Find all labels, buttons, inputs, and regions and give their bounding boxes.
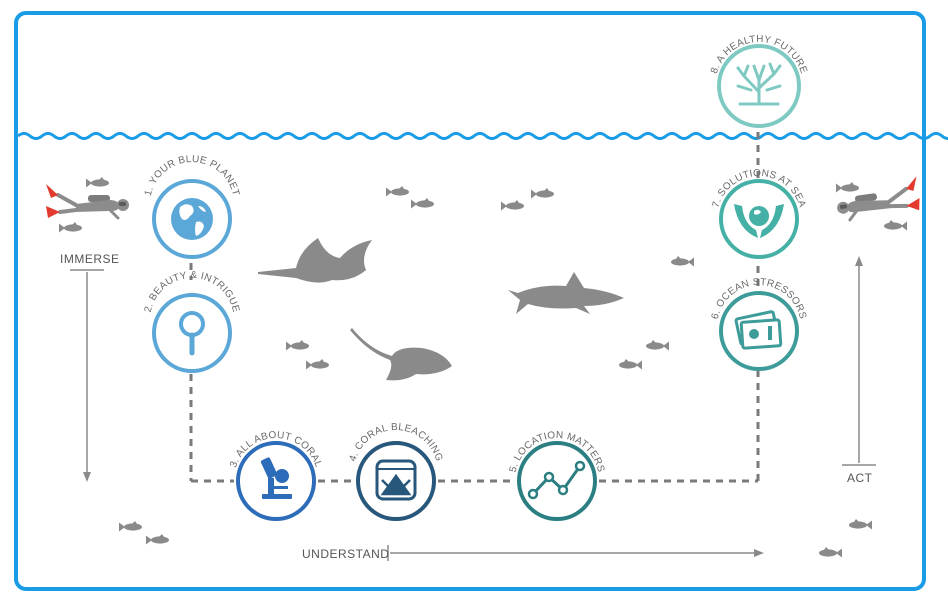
water-surface-wave <box>17 132 948 140</box>
shark <box>508 272 624 314</box>
stage-your-blue-planet[interactable]: 1. YOUR BLUE PLANET <box>143 154 241 259</box>
fish <box>119 521 142 532</box>
fish <box>386 186 409 197</box>
globe-icon <box>171 198 213 240</box>
fish <box>531 188 554 199</box>
map-cards-icon <box>734 310 783 350</box>
manta-ray <box>258 238 372 283</box>
fish <box>646 340 669 351</box>
hands-globe-icon <box>734 204 784 238</box>
sea-life <box>44 174 924 558</box>
stage-a-healthy-future[interactable]: 8. A HEALTHY FUTURE <box>709 34 809 128</box>
line-graph-icon <box>527 460 586 500</box>
immerse-arrow <box>70 269 104 482</box>
stage-ocean-stressors[interactable]: 6. OCEAN STRESSORS <box>710 277 808 371</box>
stingray <box>350 328 452 381</box>
magnifier-icon <box>179 311 205 356</box>
stage-all-about-coral[interactable]: 3. ALL ABOUT CORAL <box>228 430 324 521</box>
diver-left <box>44 182 131 220</box>
stage-coral-bleaching[interactable]: 4. CORAL BLEACHING <box>348 422 445 521</box>
fish <box>286 340 309 351</box>
diver-right <box>832 174 924 224</box>
understand-arrow <box>387 545 764 561</box>
phase-label-immerse: IMMERSE <box>60 252 120 266</box>
fish <box>146 534 169 545</box>
fish <box>411 198 434 209</box>
coral-icon <box>736 62 782 106</box>
phase-label-understand: UNDERSTAND <box>302 547 389 561</box>
stage-location-matters[interactable]: 5. LOCATION MATTERS <box>508 430 607 521</box>
phase-label-act: ACT <box>847 471 873 485</box>
coral-jar-icon <box>375 459 417 501</box>
fish <box>501 200 524 211</box>
fish <box>849 519 872 530</box>
diagram-frame <box>14 11 926 591</box>
stage-beauty-intrigue[interactable]: 2. BEAUTY & INTRIGUE <box>143 270 242 373</box>
fish <box>819 547 842 558</box>
fish <box>306 359 329 370</box>
fish <box>836 182 859 193</box>
microscope-icon <box>260 457 292 499</box>
fish <box>671 256 694 267</box>
fish <box>619 359 642 370</box>
journey-path <box>189 128 760 483</box>
stage-solutions-at-sea[interactable]: 7. SOLUTIONS AT SEA <box>710 168 807 259</box>
act-arrow <box>842 256 876 466</box>
fish <box>884 220 907 231</box>
fish <box>59 222 82 233</box>
fish <box>86 177 109 188</box>
